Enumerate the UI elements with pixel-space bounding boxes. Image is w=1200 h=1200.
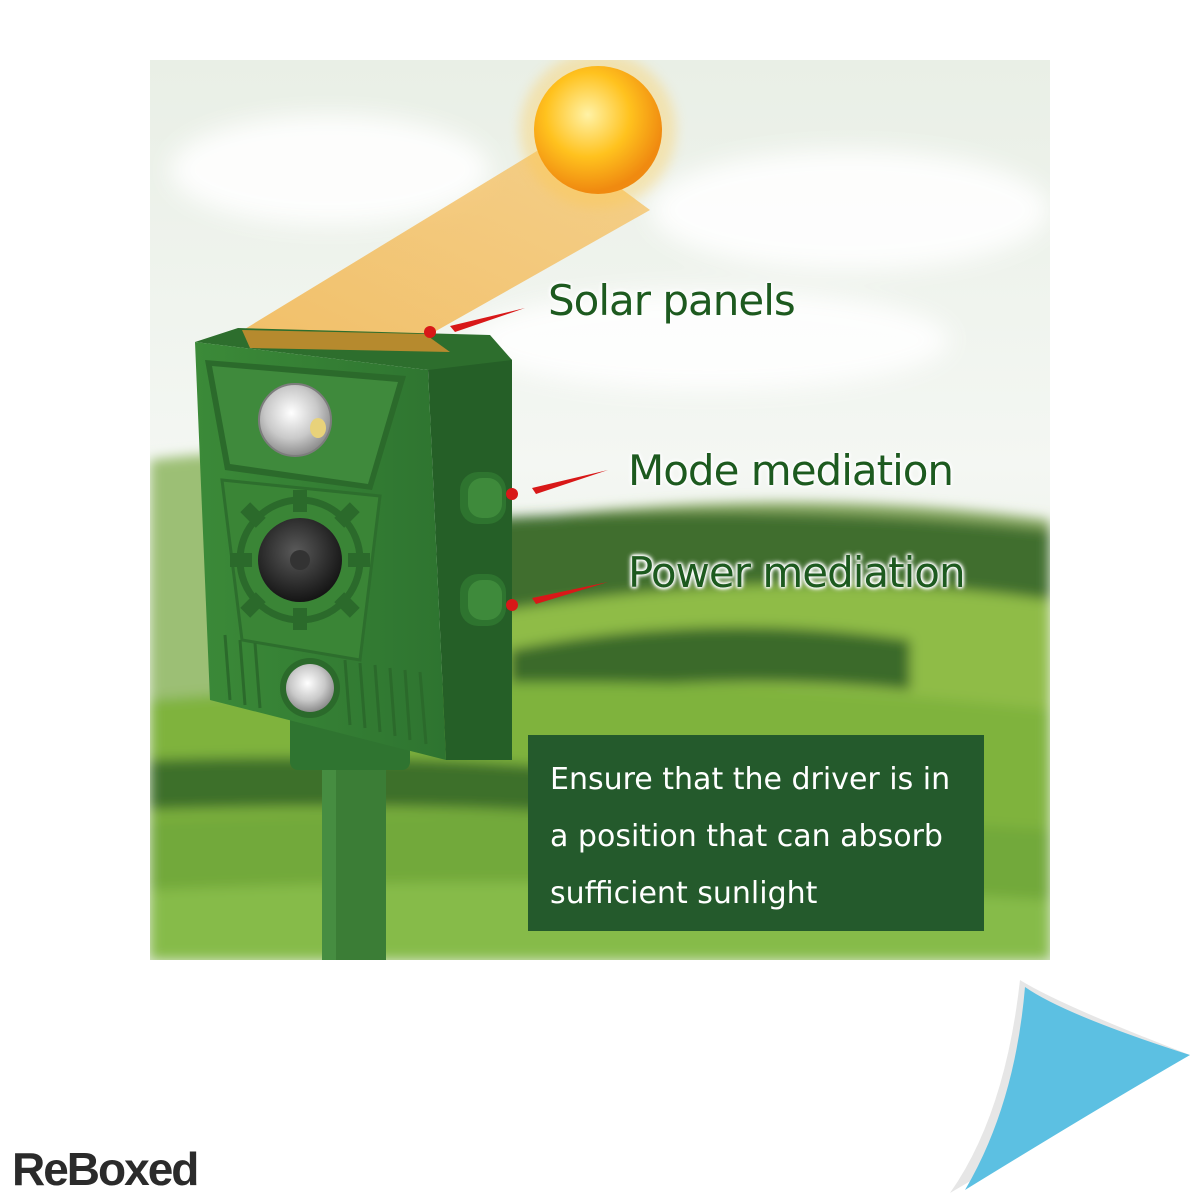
callout-mode-mediation: Mode mediation bbox=[628, 446, 954, 495]
solar-panel bbox=[242, 330, 450, 352]
sunlight-beam bbox=[235, 140, 650, 340]
power-knob bbox=[460, 574, 506, 626]
motion-sensor bbox=[280, 658, 340, 718]
clouds bbox=[170, 115, 1050, 390]
callout-solar-panels: Solar panels bbox=[548, 276, 796, 325]
strobe-light bbox=[258, 383, 332, 457]
info-box: Ensure that the driver is in a position … bbox=[528, 735, 984, 931]
repeller-device bbox=[195, 328, 512, 760]
pointer-power bbox=[506, 582, 608, 611]
sun-icon bbox=[520, 60, 676, 208]
page-curl-icon bbox=[950, 980, 1190, 1193]
pointer-solar bbox=[424, 308, 525, 338]
mode-knob bbox=[460, 472, 506, 524]
callout-power-mediation: Power mediation bbox=[628, 548, 966, 597]
speaker bbox=[230, 490, 370, 630]
info-text: Ensure that the driver is in a position … bbox=[550, 762, 951, 911]
pointer-mode bbox=[506, 470, 608, 500]
brand-logo: ReBoxed bbox=[12, 1143, 199, 1195]
